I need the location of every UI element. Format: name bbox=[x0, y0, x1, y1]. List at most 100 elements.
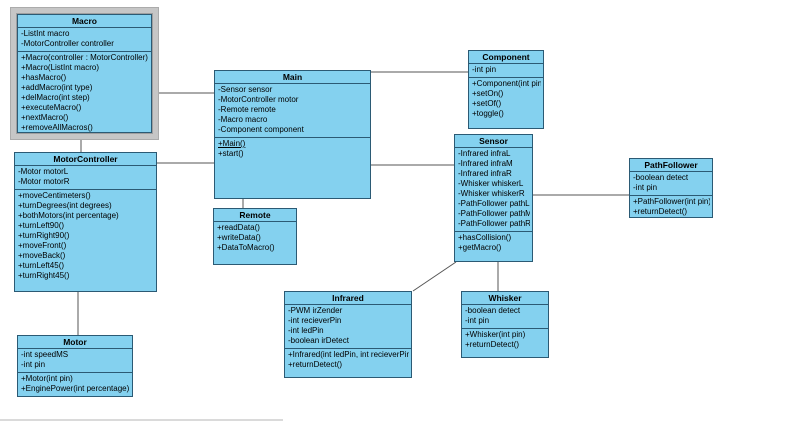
class-attributes: -boolean detect-int pin bbox=[462, 305, 548, 329]
class-methods: +Macro(controller : MotorController)+Mac… bbox=[18, 52, 151, 132]
class-title: Component bbox=[469, 51, 543, 64]
attribute-row: -Motor motorL bbox=[18, 167, 69, 176]
class-methods: +Main()+start() bbox=[215, 138, 370, 198]
uml-class-sensor[interactable]: Sensor -Infrared infraL-Infrared infraM-… bbox=[454, 134, 533, 262]
class-methods: +moveCentimeters()+turnDegrees(int degre… bbox=[15, 190, 156, 291]
attribute-row: -Whisker whiskerL bbox=[458, 179, 524, 188]
class-title: Whisker bbox=[462, 292, 548, 305]
method-row: +Component(int pin) bbox=[472, 79, 541, 88]
method-row: +moveFront() bbox=[18, 241, 67, 250]
attribute-row: -Remote remote bbox=[218, 105, 276, 114]
uml-class-main[interactable]: Main -Sensor sensor-MotorController moto… bbox=[214, 70, 371, 199]
class-methods: +Infrared(int ledPin, int recieverPin)+r… bbox=[285, 349, 411, 377]
method-row: +writeData() bbox=[217, 233, 261, 242]
method-row: +hasMacro() bbox=[21, 73, 67, 82]
attribute-row: -MotorController motor bbox=[218, 95, 299, 104]
uml-class-macro[interactable]: Macro -ListInt macro-MotorController con… bbox=[17, 14, 152, 133]
method-row: +returnDetect() bbox=[465, 340, 520, 349]
attribute-row: -int recieverPin bbox=[288, 316, 342, 325]
class-title: Main bbox=[215, 71, 370, 84]
method-row: +turnDegrees(int degrees) bbox=[18, 201, 112, 210]
method-row: +turnLeft45() bbox=[18, 261, 65, 270]
attribute-row: -Sensor sensor bbox=[218, 85, 273, 94]
method-row: +Whisker(int pin) bbox=[465, 330, 526, 339]
class-title: Sensor bbox=[455, 135, 532, 148]
method-row: +Macro(ListInt macro) bbox=[21, 63, 100, 72]
method-row: +turnRight90() bbox=[18, 231, 70, 240]
method-row: +moveBack() bbox=[18, 251, 66, 260]
method-row: +readData() bbox=[217, 223, 260, 232]
attribute-row: -boolean irDetect bbox=[288, 336, 349, 345]
method-row: +setOn() bbox=[472, 89, 504, 98]
class-attributes: -Motor motorL-Motor motorR bbox=[15, 166, 156, 190]
method-row: +Macro(controller : MotorController) bbox=[21, 53, 148, 62]
class-attributes: -int speedMS-int pin bbox=[18, 349, 132, 373]
attribute-row: -int pin bbox=[472, 65, 497, 74]
uml-class-motor[interactable]: Motor -int speedMS-int pin +Motor(int pi… bbox=[17, 335, 133, 397]
method-row: +turnLeft90() bbox=[18, 221, 65, 230]
method-row: +Motor(int pin) bbox=[21, 374, 73, 383]
attribute-row: -Motor motorR bbox=[18, 177, 70, 186]
class-methods: +readData()+writeData()+DataToMacro() bbox=[214, 222, 296, 264]
uml-class-remote[interactable]: Remote +readData()+writeData()+DataToMac… bbox=[213, 208, 297, 265]
method-row: +DataToMacro() bbox=[217, 243, 275, 252]
class-title: Remote bbox=[214, 209, 296, 222]
attribute-row: -PathFollower pathL bbox=[458, 199, 530, 208]
method-row: +removeAllMacros() bbox=[21, 123, 93, 132]
class-methods: +Motor(int pin)+EnginePower(int percenta… bbox=[18, 373, 132, 396]
attribute-row: -Whisker whiskerR bbox=[458, 189, 525, 198]
uml-class-motorcontroller[interactable]: MotorController -Motor motorL-Motor moto… bbox=[14, 152, 157, 292]
class-title: Motor bbox=[18, 336, 132, 349]
method-row: +hasCollision() bbox=[458, 233, 512, 242]
class-attributes: -boolean detect-int pin bbox=[630, 172, 712, 196]
uml-class-pathfollower[interactable]: PathFollower -boolean detect-int pin +Pa… bbox=[629, 158, 713, 218]
method-row: +returnDetect() bbox=[633, 207, 688, 216]
method-row: +delMacro(int step) bbox=[21, 93, 90, 102]
attribute-row: -Macro macro bbox=[218, 115, 268, 124]
method-row: +bothMotors(int percentage) bbox=[18, 211, 119, 220]
attribute-row: -int pin bbox=[465, 316, 490, 325]
attribute-row: -Infrared infraM bbox=[458, 159, 513, 168]
method-row: +PathFollower(int pin) bbox=[633, 197, 710, 206]
method-row: +nextMacro() bbox=[21, 113, 69, 122]
class-attributes: -Infrared infraL-Infrared infraM-Infrare… bbox=[455, 148, 532, 232]
method-row: +start() bbox=[218, 149, 244, 158]
method-row: +setOf() bbox=[472, 99, 502, 108]
method-row: +executeMacro() bbox=[21, 103, 82, 112]
method-row: +getMacro() bbox=[458, 243, 502, 252]
class-methods: +PathFollower(int pin)+returnDetect() bbox=[630, 196, 712, 217]
class-attributes: -ListInt macro-MotorController controlle… bbox=[18, 28, 151, 52]
attribute-row: -PWM irZender bbox=[288, 306, 343, 315]
class-title: MotorController bbox=[15, 153, 156, 166]
class-attributes: -int pin bbox=[469, 64, 543, 78]
method-row: +Infrared(int ledPin, int recieverPin) bbox=[288, 350, 409, 359]
attribute-row: -int pin bbox=[633, 183, 658, 192]
attribute-row: -Infrared infraL bbox=[458, 149, 511, 158]
method-row: +moveCentimeters() bbox=[18, 191, 91, 200]
method-row: +addMacro(int type) bbox=[21, 83, 93, 92]
attribute-row: -int speedMS bbox=[21, 350, 69, 359]
attribute-row: -MotorController controller bbox=[21, 39, 114, 48]
method-row: +returnDetect() bbox=[288, 360, 343, 369]
attribute-row: -PathFollower pathR bbox=[458, 219, 530, 228]
class-methods: +Component(int pin)+setOn()+setOf()+togg… bbox=[469, 78, 543, 128]
attribute-row: -PathFollower pathM bbox=[458, 209, 530, 218]
attribute-row: -Infrared infraR bbox=[458, 169, 512, 178]
connector-sensor-infrared[interactable] bbox=[412, 261, 457, 292]
attribute-row: -boolean detect bbox=[633, 173, 689, 182]
uml-class-infrared[interactable]: Infrared -PWM irZender-int recieverPin-i… bbox=[284, 291, 412, 378]
class-title: Macro bbox=[18, 15, 151, 28]
attribute-row: -int ledPin bbox=[288, 326, 324, 335]
method-row: +turnRight45() bbox=[18, 271, 70, 280]
class-methods: +hasCollision()+getMacro() bbox=[455, 232, 532, 261]
attribute-row: -ListInt macro bbox=[21, 29, 70, 38]
uml-class-component[interactable]: Component -int pin +Component(int pin)+s… bbox=[468, 50, 544, 129]
uml-class-whisker[interactable]: Whisker -boolean detect-int pin +Whisker… bbox=[461, 291, 549, 358]
class-title: PathFollower bbox=[630, 159, 712, 172]
class-attributes: -Sensor sensor-MotorController motor-Rem… bbox=[215, 84, 370, 138]
method-row: +Main() bbox=[218, 139, 246, 148]
class-title: Infrared bbox=[285, 292, 411, 305]
method-row: +toggle() bbox=[472, 109, 504, 118]
